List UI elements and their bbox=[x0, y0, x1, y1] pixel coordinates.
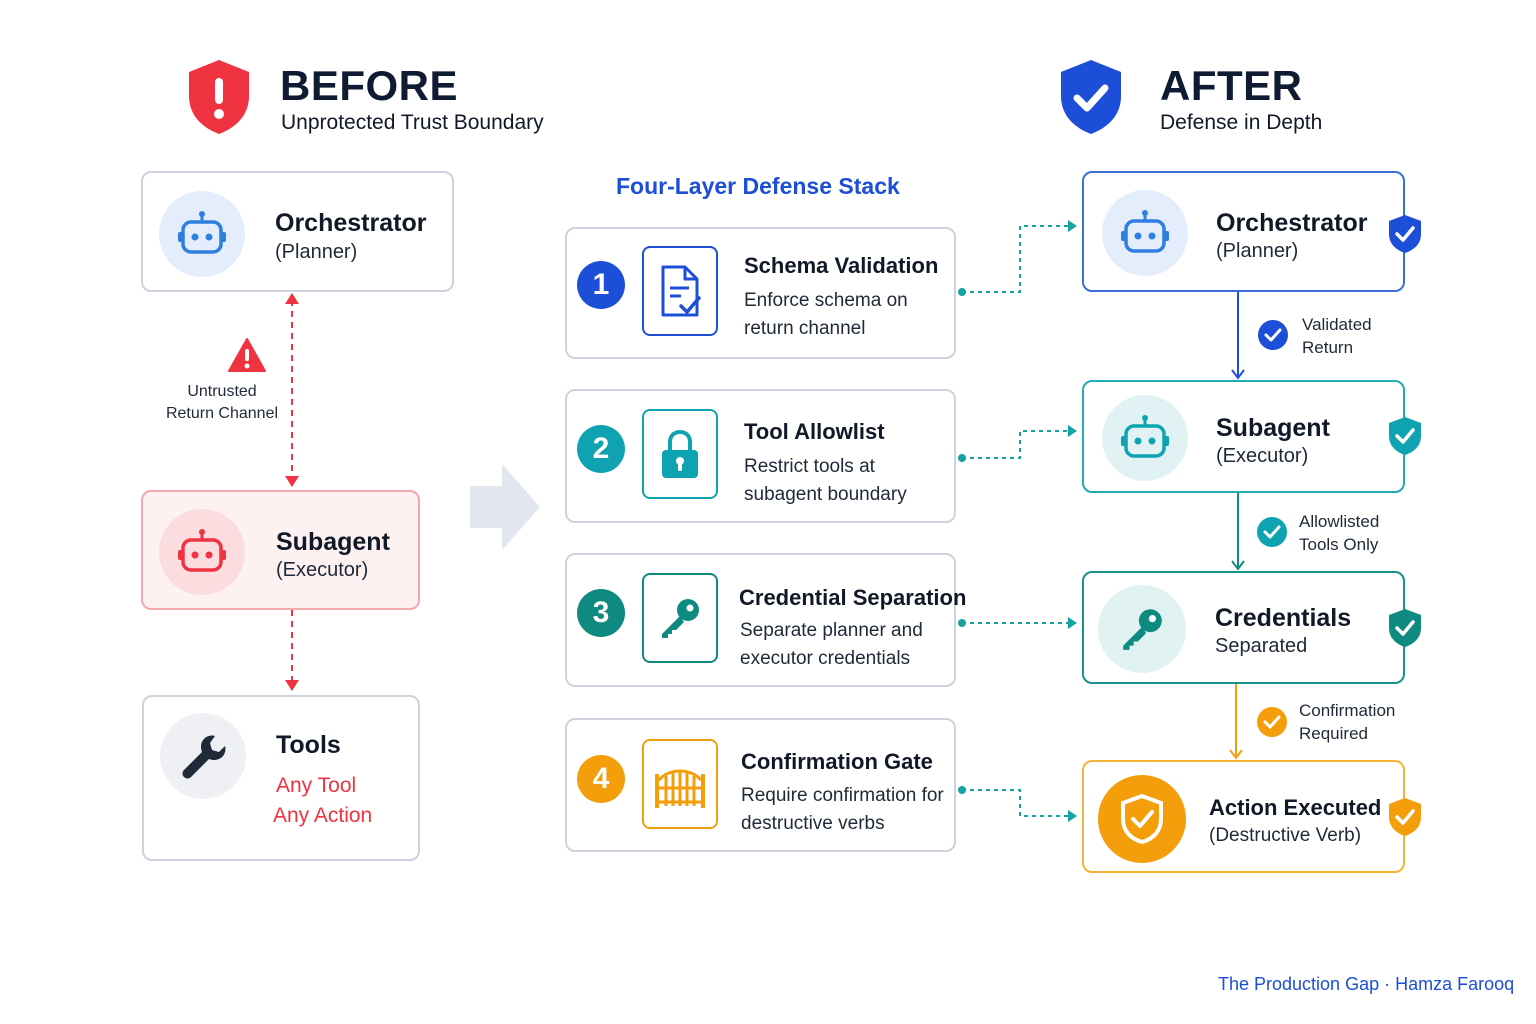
transition-arrow-icon bbox=[470, 464, 540, 550]
layer-card-4: 4 Confirmation Gate Require confirmation… bbox=[565, 718, 956, 852]
before-tools-card: Tools Any Tool Any Action bbox=[142, 695, 420, 861]
after-shield-icon bbox=[1058, 58, 1124, 136]
layer-name-3: Credential Separation bbox=[739, 585, 967, 610]
check-circle-icon bbox=[1257, 517, 1287, 547]
key-icon bbox=[642, 573, 718, 663]
before-shield-icon bbox=[186, 58, 252, 136]
shield-check-icon bbox=[1388, 797, 1422, 837]
after-credentials-card: Credentials Separated bbox=[1082, 571, 1405, 684]
layer-desc-3: Separate planner and executor credential… bbox=[740, 620, 923, 669]
before-subagent-title: Subagent bbox=[276, 528, 390, 556]
shield-check-icon bbox=[1388, 214, 1422, 254]
before-subtitle: Unprotected Trust Boundary bbox=[281, 111, 544, 134]
before-tools-line2: Any Action bbox=[273, 804, 373, 827]
before-subagent-card: Subagent (Executor) bbox=[141, 490, 420, 610]
layer-card-2: 2 Tool Allowlist Restrict tools at subag… bbox=[565, 389, 956, 523]
before-title: BEFORE bbox=[280, 62, 459, 109]
robot-icon bbox=[1102, 395, 1188, 481]
check-circle-icon bbox=[1257, 707, 1287, 737]
layer-number-3: 3 bbox=[577, 589, 625, 637]
after-orchestrator-subtitle: (Planner) bbox=[1216, 240, 1299, 262]
warning-icon bbox=[227, 337, 267, 373]
stack-connectors bbox=[958, 220, 1077, 822]
robot-icon bbox=[1102, 190, 1188, 276]
after-action-title: Action Executed bbox=[1209, 795, 1382, 820]
wrench-icon bbox=[160, 713, 246, 799]
before-subagent-subtitle: (Executor) bbox=[276, 559, 369, 581]
layer-card-3: 3 Credential Separation Separate planner… bbox=[565, 553, 966, 687]
document-check-icon bbox=[642, 246, 718, 336]
layer-name-2: Tool Allowlist bbox=[744, 419, 885, 444]
robot-icon bbox=[159, 191, 245, 277]
layer-desc-2: Restrict tools at subagent boundary bbox=[744, 456, 907, 505]
layer-desc-1: Enforce schema on return channel bbox=[744, 290, 908, 339]
key-icon bbox=[1098, 585, 1186, 673]
after-action-card: Action Executed (Destructive Verb) bbox=[1082, 760, 1405, 873]
shield-check-icon bbox=[1388, 608, 1422, 648]
layer-number-1: 1 bbox=[577, 261, 625, 309]
after-credentials-subtitle: Separated bbox=[1215, 635, 1308, 657]
robot-icon bbox=[159, 509, 245, 595]
stack-title: Four-Layer Defense Stack bbox=[616, 173, 900, 199]
before-orchestrator-title: Orchestrator bbox=[275, 209, 427, 237]
gate-icon bbox=[642, 739, 718, 829]
after-edge-2-label: Allowlisted Tools Only bbox=[1299, 512, 1380, 554]
shield-check-icon bbox=[1098, 775, 1186, 863]
after-orchestrator-title: Orchestrator bbox=[1216, 209, 1368, 237]
after-credentials-title: Credentials bbox=[1215, 604, 1352, 632]
after-subagent-card: Subagent (Executor) bbox=[1082, 380, 1405, 493]
after-orchestrator-card: Orchestrator (Planner) bbox=[1082, 171, 1405, 292]
before-orchestrator-subtitle: (Planner) bbox=[275, 241, 358, 263]
after-subagent-title: Subagent bbox=[1216, 414, 1330, 442]
after-action-subtitle: (Destructive Verb) bbox=[1209, 825, 1362, 846]
layer-card-1: 1 Schema Validation Enforce schema on re… bbox=[565, 227, 956, 359]
layer-name-1: Schema Validation bbox=[744, 253, 939, 278]
after-edge-1 bbox=[1231, 292, 1245, 380]
layer-name-4: Confirmation Gate bbox=[741, 749, 933, 774]
layer-number-4: 4 bbox=[577, 755, 625, 803]
after-edge-3-label: Confirmation Required bbox=[1299, 701, 1396, 743]
shield-check-icon bbox=[1388, 416, 1422, 456]
after-title: AFTER bbox=[1160, 62, 1303, 109]
untrusted-label: Untrusted Return Channel bbox=[165, 383, 279, 422]
after-edge-1-label: Validated Return bbox=[1302, 315, 1372, 357]
layer-number-2: 2 bbox=[577, 425, 625, 473]
lock-icon bbox=[642, 409, 718, 499]
after-edge-2 bbox=[1231, 493, 1245, 571]
check-circle-icon bbox=[1258, 320, 1288, 350]
footer-credit: The Production Gap · Hamza Farooq bbox=[1218, 974, 1515, 994]
before-tools-title: Tools bbox=[276, 731, 341, 759]
after-subtitle: Defense in Depth bbox=[1160, 111, 1323, 134]
before-orchestrator-card: Orchestrator (Planner) bbox=[141, 171, 454, 292]
after-subagent-subtitle: (Executor) bbox=[1216, 445, 1309, 467]
layer-desc-4: Require confirmation for destructive ver… bbox=[741, 785, 944, 834]
before-connectors bbox=[285, 293, 299, 691]
after-edge-3 bbox=[1229, 684, 1243, 760]
before-tools-line1: Any Tool bbox=[276, 774, 357, 797]
